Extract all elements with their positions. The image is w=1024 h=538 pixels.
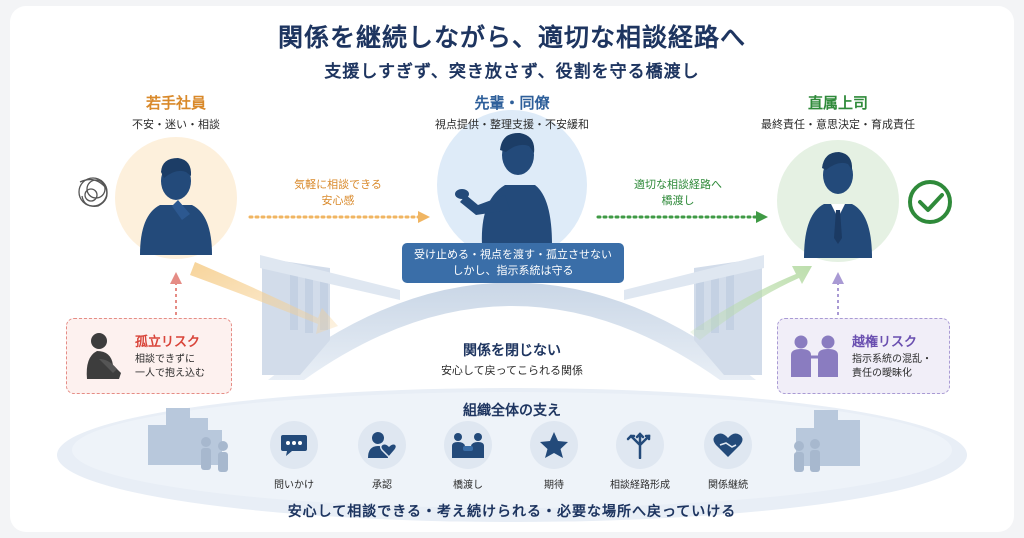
support-item-bridging: 橋渡し <box>423 421 513 491</box>
support-item-recognition: 承認 <box>337 421 427 491</box>
person-heart-icon <box>368 432 397 459</box>
isolation-risk-box: 孤立リスク 相談できずに 一人で抱え込む <box>66 318 232 394</box>
flow-label-left-line1: 気軽に相談できる <box>294 178 382 191</box>
isolation-risk-line1: 相談できずに <box>135 354 195 365</box>
support-item-expectation: 期待 <box>509 421 599 491</box>
support-icon-circle <box>530 421 578 469</box>
support-icon-circle <box>358 421 406 469</box>
page-subtitle: 支援しすぎず、突き放さず、役割を守る橋渡し <box>324 62 700 82</box>
left-sweep-arrow <box>190 262 338 334</box>
senior-colleague-silhouette-icon <box>455 132 552 245</box>
support-label: 承認 <box>372 480 392 491</box>
manager-silhouette-icon <box>804 152 872 258</box>
support-label: 期待 <box>544 480 564 491</box>
support-label: 橋渡し <box>453 480 483 491</box>
bridge-desc: 安心して戻ってこられる関係 <box>440 364 584 377</box>
page-title: 関係を継続しながら、適切な相談経路へ <box>277 23 746 52</box>
isolation-risk-line2: 一人で抱え込む <box>135 368 205 379</box>
support-item-relationship-continuation: 関係継続 <box>683 421 773 491</box>
overreach-risk-line2: 責任の曖昧化 <box>852 368 912 379</box>
support-icon-circle <box>444 421 492 469</box>
overreach-risk-line1: 指示系統の混乱・ <box>852 354 932 365</box>
support-label: 相談経路形成 <box>610 480 670 491</box>
role-desc-manager: 最終責任・意思決定・育成責任 <box>761 118 915 131</box>
support-icon-circle <box>270 421 318 469</box>
callout-line2: しかし、指示系統は守る <box>452 264 574 277</box>
support-item-question: 問いかけ <box>249 421 339 491</box>
flow-label-left: 気軽に相談できる 安心感 <box>268 177 408 209</box>
role-desc-senior-colleague: 視点提供・整理支援・不安緩和 <box>435 118 589 131</box>
support-icon-circle <box>704 421 752 469</box>
support-label: 問いかけ <box>274 480 314 491</box>
conflicting-people-icon <box>791 335 838 377</box>
role-desc-young-employee: 不安・迷い・相談 <box>132 118 220 131</box>
role-name-young-employee: 若手社員 <box>145 94 206 112</box>
bridge-title: 関係を閉じない <box>463 343 561 359</box>
callout-line1: 受け止める・視点を渡す・孤立させない <box>414 248 612 261</box>
role-name-senior-colleague: 先輩・同僚 <box>474 94 550 112</box>
org-support-title: 組織全体の支え <box>463 403 561 419</box>
isolation-risk-arrow <box>170 272 182 315</box>
approval-check-icon <box>908 180 952 224</box>
flow-arrow-left <box>248 211 430 223</box>
right-sweep-arrow <box>690 266 812 340</box>
city-buildings-right-icon <box>794 410 860 472</box>
city-buildings-left-icon <box>148 408 228 472</box>
support-icon-circle <box>616 421 664 469</box>
branching-arrows-icon <box>626 432 651 459</box>
heart-hands-icon <box>713 433 743 457</box>
support-label: 関係継続 <box>708 480 748 491</box>
isolated-person-icon <box>86 333 121 379</box>
speech-bubble-icon <box>281 435 307 456</box>
flow-label-right: 適切な相談経路へ 橋渡し <box>608 177 748 209</box>
worry-scribble-icon <box>78 177 108 207</box>
bottom-message: 安心して相談できる・考え続けられる・必要な場所へ戻っていける <box>287 504 737 520</box>
flow-label-right-line1: 適切な相談経路へ <box>634 178 722 191</box>
flow-label-left-line2: 安心感 <box>321 194 355 207</box>
overreach-risk-arrow <box>832 272 844 315</box>
flow-label-right-line2: 橋渡し <box>661 194 695 207</box>
handshake-icon <box>452 433 484 458</box>
senior-role-callout: 受け止める・視点を渡す・孤立させない しかし、指示系統は守る <box>402 243 624 283</box>
role-name-manager: 直属上司 <box>807 94 868 112</box>
young-employee-silhouette-icon <box>140 158 212 255</box>
isolation-risk-title: 孤立リスク <box>135 335 201 350</box>
overreach-risk-title: 越権リスク <box>852 335 918 350</box>
support-item-consultation-path: 相談経路形成 <box>595 421 685 491</box>
star-icon <box>540 432 568 458</box>
flow-arrow-right <box>596 211 768 223</box>
overreach-risk-box: 越権リスク 指示系統の混乱・ 責任の曖昧化 <box>777 318 950 394</box>
